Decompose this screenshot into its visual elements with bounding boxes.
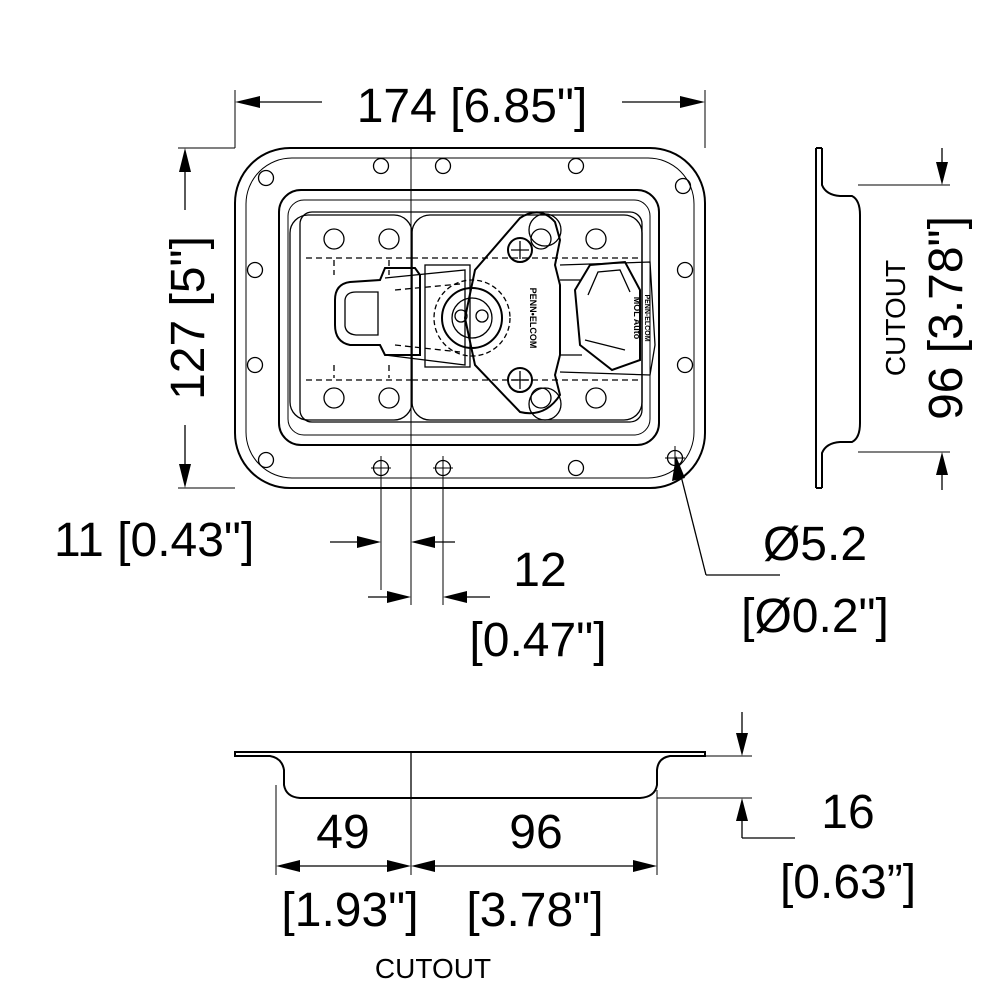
offset-right-value: 12 [513, 544, 566, 597]
offset-left-label: 11 [0.43"] [54, 514, 254, 567]
offset-dimensions: 11 [0.43"] 12 [0.47"] [54, 476, 607, 667]
flange-inner-edge [245, 157, 695, 479]
side-view: CUTOUT 96 [3.78"] [815, 147, 973, 490]
left-plate [289, 214, 413, 421]
bottom-right-inch: [3.78"] [466, 884, 603, 937]
bottom-cutout-label: CUTOUT [375, 953, 491, 984]
bottom-right-value: 96 [509, 806, 562, 859]
dish-inner [287, 199, 651, 436]
hole-size-value: Ø5.2 [763, 518, 867, 571]
side-cutout-label: CUTOUT [880, 260, 911, 376]
marked-holes [371, 446, 685, 480]
latch-hook [334, 264, 471, 368]
height-label: 127 [5"] [162, 236, 215, 400]
hole-callout: Ø5.2 [Ø0.2"] [672, 456, 889, 643]
bottom-left-inch: [1.93"] [281, 884, 418, 937]
keeper: MOL Auto PENN-ELCOM [559, 260, 656, 376]
side-cutout-value: 96 [3.78"] [920, 216, 973, 420]
height-dimension: 127 [5"] [162, 147, 235, 489]
lock-marking-1: MOL Auto [632, 297, 642, 340]
lock-marking-2: PENN-ELCOM [643, 294, 650, 341]
bottom-view: 49 [1.93"] 96 [3.78"] CUTOUT 16 [0.63”] [234, 712, 916, 984]
dish-floor [299, 211, 643, 423]
bottom-left-value: 49 [316, 806, 369, 859]
hole-size-inch: [Ø0.2"] [741, 590, 889, 643]
offset-right-inch: [0.47"] [469, 614, 606, 667]
depth-value: 16 [821, 786, 874, 839]
width-dimension: 174 [6.85"] [234, 80, 706, 148]
dish-outer [278, 189, 660, 446]
width-label: 174 [6.85"] [357, 80, 588, 133]
depth-inch: [0.63”] [780, 856, 916, 909]
butterfly-handle: PENN•ELCOM [433, 211, 562, 421]
outer-flange [234, 147, 706, 489]
brand-marking: PENN•ELCOM [528, 288, 538, 349]
front-view: PENN•ELCOM MOL Auto PENN-ELCOM 174 [6.85… [54, 80, 889, 667]
